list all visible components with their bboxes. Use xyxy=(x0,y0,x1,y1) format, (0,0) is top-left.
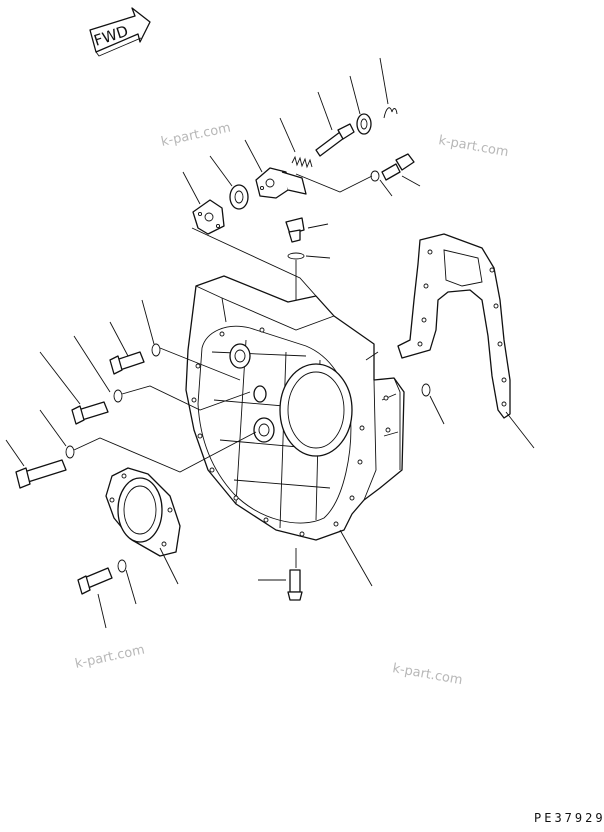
bolt-4 xyxy=(77,567,113,595)
bolt-top xyxy=(381,153,415,181)
gear xyxy=(229,184,249,210)
assembly-line xyxy=(295,173,373,193)
cover-plate xyxy=(192,199,225,235)
drain-valve xyxy=(287,569,303,601)
washer-4 xyxy=(117,559,127,573)
gasket xyxy=(397,233,511,419)
housing-flange xyxy=(255,167,307,199)
plug xyxy=(285,217,305,243)
washer-1 xyxy=(151,343,161,357)
spring xyxy=(291,155,313,169)
seal-cover xyxy=(105,467,181,557)
drawing-code: PE37929 xyxy=(534,811,604,825)
o-ring-side xyxy=(421,383,431,397)
o-ring xyxy=(287,252,305,260)
shaft xyxy=(315,123,355,157)
flywheel-housing xyxy=(185,275,405,541)
bolt-3 xyxy=(15,459,67,489)
fwd-arrow-icon: FWD xyxy=(89,7,151,57)
cotter-pin xyxy=(383,107,398,119)
bolt-2 xyxy=(71,401,109,425)
bolt-1 xyxy=(109,351,145,375)
watermark: k-part.com xyxy=(437,133,509,160)
watermark: k-part.com xyxy=(391,661,463,688)
washer-top xyxy=(370,170,380,182)
watermark: k-part.com xyxy=(160,121,232,150)
washer-2 xyxy=(113,389,123,403)
gear-small xyxy=(356,113,372,135)
watermark: k-part.com xyxy=(74,643,146,672)
washer-3 xyxy=(65,445,75,459)
